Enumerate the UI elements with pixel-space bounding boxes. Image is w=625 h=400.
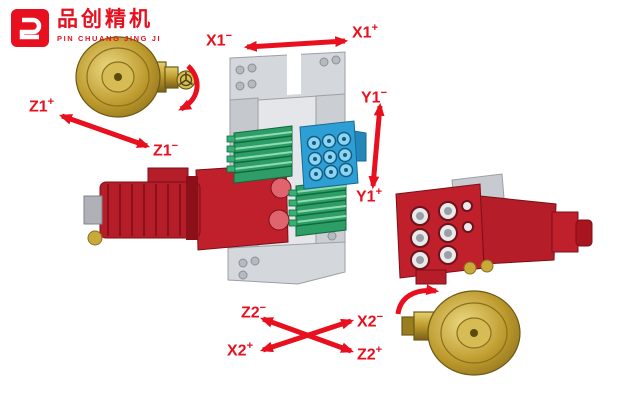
logo-text: 品创精机 PIN CHUANG JING JI [57,8,161,43]
axis-label-z2-plus: Z2+ [357,344,383,364]
y1-axis-arrow [368,102,385,190]
rotation-arrow-left [178,64,200,112]
axis-label-x1-plus: X1+ [352,22,379,42]
x1-axis-arrow [243,36,349,52]
axis-label-x2-minus: X2− [357,311,384,331]
x2-axis-arrow [259,318,355,353]
spindle-chuck-left [75,36,196,118]
axis-label-x1-minus: X1− [206,30,233,50]
gang-tool-head-right [395,173,593,285]
spindle-chuck-right [401,290,521,376]
axis-label-z1-minus: Z1− [153,140,179,160]
tool-comb-upper [226,125,293,184]
logo: 品创精机 PIN CHUANG JING JI [10,8,161,48]
brand-name-en: PIN CHUANG JING JI [57,34,162,44]
rotation-arrow-right [395,284,440,315]
brand-name-cn: 品创精机 [57,8,153,31]
z1-axis-arrow [58,113,151,149]
axis-arrows [58,36,440,354]
axis-label-y1-minus: Y1− [361,87,388,107]
axis-label-z1-plus: Z1+ [29,96,55,116]
tool-comb-lower [288,179,347,237]
tool-block-blue [299,120,367,190]
axis-label-z2-minus: Z2− [241,302,267,322]
axis-label-y1-plus: Y1+ [356,186,383,206]
logo-mark-icon [11,9,49,47]
axis-label-x2-plus: X2+ [227,340,254,360]
power-turret-left [83,163,292,251]
